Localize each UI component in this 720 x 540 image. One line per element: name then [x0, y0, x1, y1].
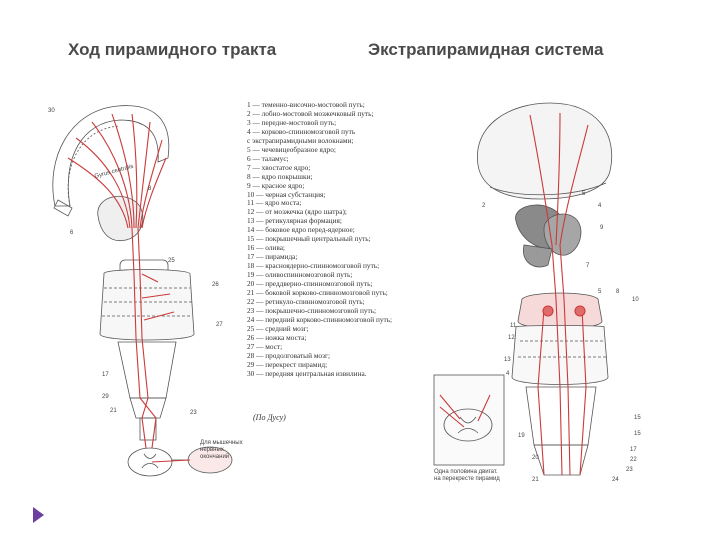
label-15: 15: [634, 415, 641, 421]
label-27: 27: [216, 322, 223, 328]
legend-item: 6 — таламус;: [247, 154, 289, 163]
legend-item: 19 — оливоспинномозговой путь;: [247, 271, 353, 280]
legend-item: 28 — продолговатый мозг;: [247, 351, 330, 360]
label-22: 22: [630, 457, 637, 463]
label-23: 23: [626, 467, 633, 473]
legend-item: 20 — преддверно-спинномозговой путь;: [247, 280, 373, 289]
legend-item: 21 — боковой корково-спинномозговой путь…: [247, 289, 388, 298]
hemisphere-outline: [476, 102, 613, 200]
label-8: 8: [616, 289, 620, 295]
legend-item: 10 — черная субстанция;: [247, 190, 326, 199]
label-19: 19: [518, 433, 525, 439]
label-9: 9: [600, 225, 604, 231]
legend-item: 26 — ножка моста;: [247, 333, 307, 342]
label-4b: 4: [506, 371, 510, 377]
muscle-caption-1: Для мышечных: [200, 440, 243, 446]
legend-item: 2 — лобно-мостовой мозжечковый путь;: [247, 109, 374, 118]
legend-item: 9 — красное ядро;: [247, 181, 305, 190]
legend-item: 7 — хвостатое ядро;: [247, 163, 311, 172]
legend-item: 1 — теменно-височно-мостовой путь;: [247, 101, 365, 109]
label-26: 26: [212, 282, 219, 288]
red-nucleus-left: [542, 305, 554, 317]
legend-item: 18 — красноядерно-спинномозговой путь;: [247, 262, 380, 271]
legend-item: 24 — передний корково-спинномозговой пут…: [247, 315, 393, 324]
pyramidal-tract-diagram: 30 Gyrus centralis 8 6 25 26 27 17 29 21…: [48, 105, 243, 477]
label-21: 21: [532, 477, 539, 483]
label-30: 30: [48, 108, 55, 114]
label-17: 17: [102, 372, 109, 378]
label-5b: 5: [598, 289, 602, 295]
pons-shape: [99, 269, 195, 341]
legend-item: 16 — олива;: [247, 244, 285, 253]
title-extrapyramidal-system: Экстрапирамидная система: [368, 40, 604, 59]
midbrain-section: [517, 292, 603, 329]
legend-list: 1 — теменно-височно-мостовой путь;2 — ло…: [247, 101, 425, 379]
inset-caption-2: на перекресте пирамид: [434, 476, 500, 482]
legend-item: 17 — пирамида;: [247, 253, 298, 262]
red-nucleus-right: [574, 305, 586, 317]
label-15b: 15: [634, 431, 641, 437]
label-17: 17: [630, 447, 637, 453]
title-pyramidal-tract: Ход пирамидного тракта: [68, 40, 277, 59]
legend-item: 22 — ретикуло-спинномозговой путь;: [247, 297, 365, 306]
spinal-cord-shape: [139, 417, 157, 441]
label-13: 13: [504, 357, 511, 363]
legend-item: 14 — боковое ядро перед-ядерное;: [247, 226, 355, 235]
label-20: 20: [532, 455, 539, 461]
label-8: 8: [148, 186, 152, 192]
label-23: 23: [190, 410, 197, 416]
label-21: 21: [110, 408, 117, 414]
legend-item: 5 — чечевицеобразное ядро;: [247, 145, 336, 154]
legend-item: 11 — ядро моста;: [247, 199, 302, 208]
cortex-outline: [52, 105, 170, 207]
label-4: 4: [598, 203, 602, 209]
legend-item: 23 — покрышечно-спинномозговой путь;: [247, 306, 377, 315]
legend-item: с экстрапирамидными волокнами;: [247, 136, 354, 145]
spinal-cord-section: [127, 447, 173, 477]
legend-item: 15 — покрышечный центральный путь;: [247, 235, 371, 244]
label-10: 10: [632, 297, 639, 303]
muscle-caption-2: нервных: [200, 447, 224, 453]
inset-caption-1: Одна половина двигат.: [434, 469, 498, 475]
label-25: 25: [168, 258, 175, 264]
legend-item: 3 — передне-мостовой путь;: [247, 118, 337, 127]
label-5: 5: [582, 191, 586, 197]
legend-item: 27 — мост;: [247, 342, 283, 351]
legend-item: 4 — корково-спинномозговой путь: [247, 127, 356, 136]
legend-item: 30 — передняя центральная извилина.: [247, 369, 367, 378]
credit: (По Дусу): [253, 413, 286, 422]
legend-item: 25 — средний мозг;: [247, 324, 309, 333]
label-2: 2: [482, 203, 486, 209]
label-7: 7: [586, 263, 590, 269]
muscle-caption-3: окончаний: [200, 453, 229, 460]
label-6: 6: [70, 230, 74, 236]
label-12: 12: [508, 335, 515, 341]
label-29: 29: [102, 394, 109, 400]
legend-item: 8 — ядро покрышки;: [247, 172, 313, 181]
label-24: 24: [612, 477, 619, 483]
spinal-cord-inset: [443, 408, 493, 442]
next-slide-arrow-icon[interactable]: [33, 507, 44, 523]
extrapyramidal-diagram: 5 4 2 9 7 5 8 10 11 12 13 4 15 19 15 17 …: [433, 102, 641, 483]
caudate-nucleus: [522, 244, 553, 268]
legend-item: 12 — от мозжечка (ядро шатра);: [247, 208, 347, 217]
label-11: 11: [510, 323, 517, 329]
legend-item: 13 — ретикулярная формация;: [247, 217, 342, 226]
legend-item: 29 — перекрест пирамид;: [247, 360, 328, 369]
